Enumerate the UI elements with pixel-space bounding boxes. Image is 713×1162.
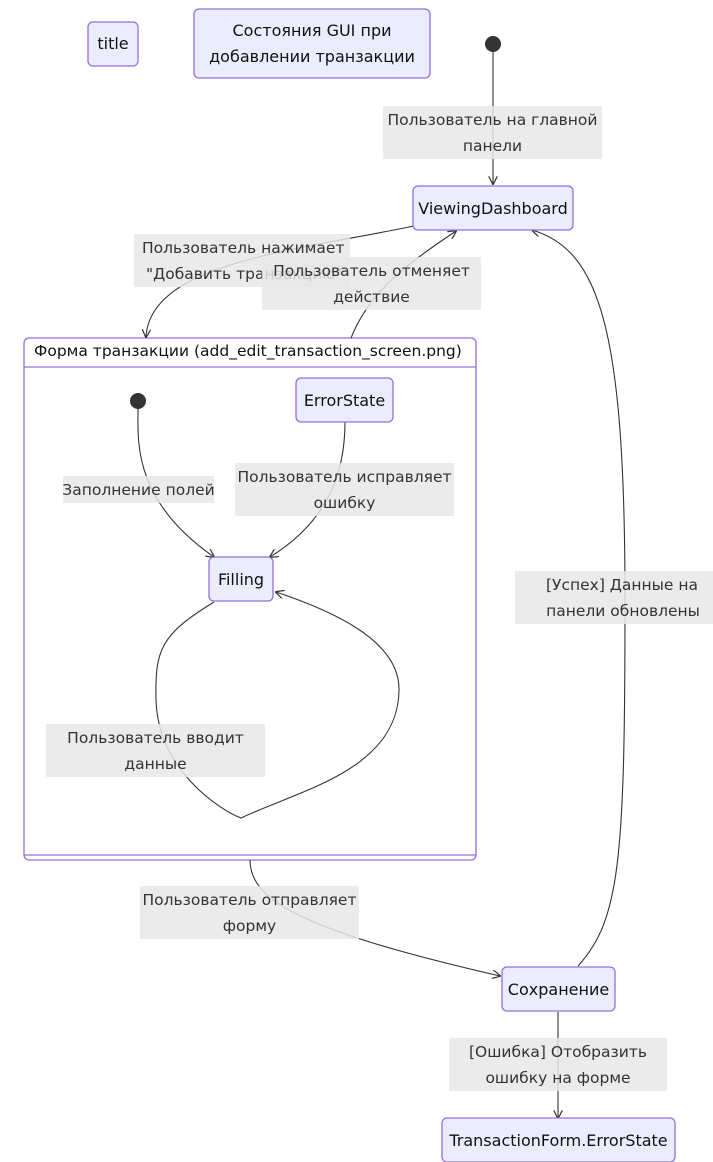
state-transaction-form-error-label: TransactionForm.ErrorState <box>448 1131 667 1150</box>
state-viewing-dashboard-label: ViewingDashboard <box>418 199 568 218</box>
state-transaction-form-error: TransactionForm.ErrorState <box>441 1117 676 1162</box>
title-node-box <box>87 21 139 67</box>
edge-label-bg <box>262 257 481 310</box>
diagram-title-box <box>193 8 431 79</box>
start-state-icon <box>485 36 501 52</box>
edge-label-line-1: Пользователь на главной <box>387 111 597 129</box>
edge-label-line-1: Заполнение полей <box>62 481 214 499</box>
edge-label-bg <box>449 1038 667 1091</box>
edge-label-line-1: Пользователь отменяет <box>273 262 470 280</box>
state-transaction-form-error-box <box>441 1117 676 1162</box>
state-error-state-box <box>295 377 394 423</box>
edge-label-line-2: данные <box>124 755 186 773</box>
edge-label-line-2: панели обновлены <box>546 602 700 620</box>
edge-label-bg <box>140 886 359 939</box>
edge-filling-self-loop <box>155 592 400 819</box>
state-viewing-dashboard: ViewingDashboard <box>412 185 574 231</box>
edge-label-line-1: [Успех] Данные на <box>546 576 698 594</box>
edge-label-line-1: [Ошибка] Отобразить <box>469 1043 647 1061</box>
edge-label-user-submits: Пользователь отправляет форму <box>140 886 359 939</box>
edge-label-filling-fields: Заполнение полей <box>62 476 215 503</box>
title-node-label: title <box>97 34 128 53</box>
diagram-title-line-2: добавлении транзакции <box>209 47 415 66</box>
state-saving: Сохранение <box>501 966 616 1012</box>
edge-label-line-2: действие <box>333 288 410 306</box>
state-filling-label: Filling <box>218 570 264 589</box>
state-filling: Filling <box>208 556 274 602</box>
edge-label-bg <box>383 106 602 159</box>
title-node: title <box>87 21 139 67</box>
edge-label-line-1: Пользователь нажимает <box>142 239 345 257</box>
edge-label-bg <box>235 463 454 516</box>
edge-label-bg <box>515 571 713 624</box>
edge-label-line-2: ошибку на форме <box>485 1069 630 1087</box>
state-viewing-dashboard-box <box>412 185 574 231</box>
edge-label-line-1: Пользователь отправляет <box>143 891 357 909</box>
diagram-title-node: Состояния GUI при добавлении транзакции <box>193 8 431 79</box>
edge-inner-start-to-filling <box>137 408 214 557</box>
state-filling-box <box>208 556 274 602</box>
state-saving-label: Сохранение <box>508 980 609 999</box>
edge-label-bg <box>46 724 265 777</box>
edge-label-line-2: панели <box>463 137 522 155</box>
edge-label-line-2: форму <box>223 917 276 935</box>
edge-label-line-1: Пользователь вводит <box>67 729 244 747</box>
edge-label-user-on-dashboard: Пользователь на главной панели <box>383 106 602 159</box>
edge-label-user-cancels: Пользователь отменяет действие <box>262 257 481 310</box>
edge-label-success-updated: [Успех] Данные на панели обновлены <box>515 571 713 624</box>
inner-start-state-icon <box>130 393 146 409</box>
composite-state-title: Форма транзакции (add_edit_transaction_s… <box>34 342 462 361</box>
edge-label-user-fixes-error: Пользователь исправляет ошибку <box>235 463 454 516</box>
state-error-state: ErrorState <box>295 377 394 423</box>
edge-label-user-enters-data: Пользователь вводит данные <box>46 724 265 777</box>
edge-label-error-show: [Ошибка] Отобразить ошибку на форме <box>449 1038 667 1091</box>
edge-label-line-2: ошибку <box>314 494 376 512</box>
state-saving-box <box>501 966 616 1012</box>
state-error-state-label: ErrorState <box>304 391 385 410</box>
edge-label-line-1: Пользователь исправляет <box>237 468 451 486</box>
diagram-title-line-1: Состояния GUI при <box>233 21 392 40</box>
edge-label-bg <box>63 476 214 503</box>
